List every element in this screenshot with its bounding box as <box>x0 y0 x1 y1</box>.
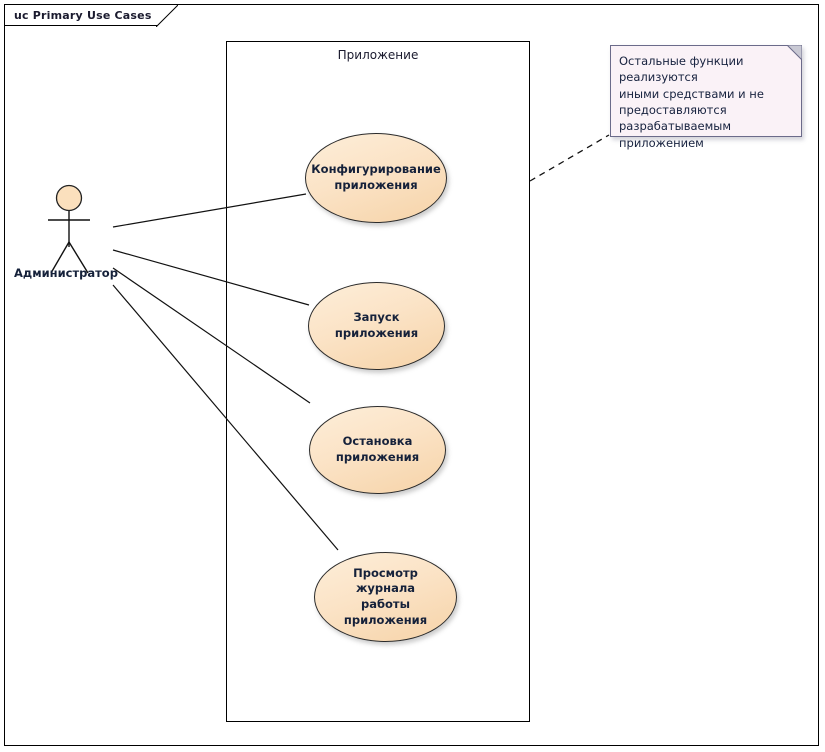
usecase-stop-label: Остановка приложения <box>326 434 429 465</box>
usecase-view-log[interactable]: Просмотр журнала работы приложения <box>314 552 457 642</box>
note-line4: разрабатываемым приложением <box>619 119 732 150</box>
usecase-stop-line1: Остановка <box>342 434 413 449</box>
tab-slant-icon <box>155 5 178 27</box>
usecase-view-log-label: Просмотр журнала работы приложения <box>315 566 456 628</box>
actor-administrator[interactable] <box>36 180 116 280</box>
usecase-configure-line1: Конфигурирование <box>311 162 441 177</box>
actor-leg-right-line <box>68 241 89 274</box>
usecase-start-label: Запуск приложения <box>309 310 444 341</box>
usecase-configure-line2: приложения <box>334 178 418 192</box>
note-box[interactable]: Остальные функции реализуются иными сред… <box>610 45 802 150</box>
usecase-view-log-line2: работы приложения <box>343 597 428 627</box>
usecase-stop[interactable]: Остановка приложения <box>309 406 446 494</box>
usecase-start[interactable]: Запуск приложения <box>308 282 445 370</box>
diagram-title-tab[interactable]: uc Primary Use Cases <box>5 5 178 27</box>
note-line1: Остальные функции реализуются <box>619 54 744 85</box>
diagram-title-label: uc Primary Use Cases <box>14 8 152 22</box>
actor-label: Администратор <box>14 266 118 280</box>
actor-head-icon <box>55 184 83 212</box>
system-boundary-label: Приложение <box>337 48 419 62</box>
usecase-stop-line2: приложения <box>335 450 420 464</box>
note-line3: предоставляются <box>619 102 727 117</box>
usecase-start-line1: Запуск приложения <box>334 310 419 340</box>
actor-leg-left-line <box>50 241 70 274</box>
usecase-view-log-line1: Просмотр журнала <box>353 565 418 596</box>
usecase-configure-label: Конфигурирование приложения <box>301 162 450 193</box>
note-line2: иными средствами и не <box>619 86 764 101</box>
note-text: Остальные функции реализуются иными сред… <box>619 53 795 151</box>
usecase-configure[interactable]: Конфигурирование приложения <box>305 133 447 223</box>
